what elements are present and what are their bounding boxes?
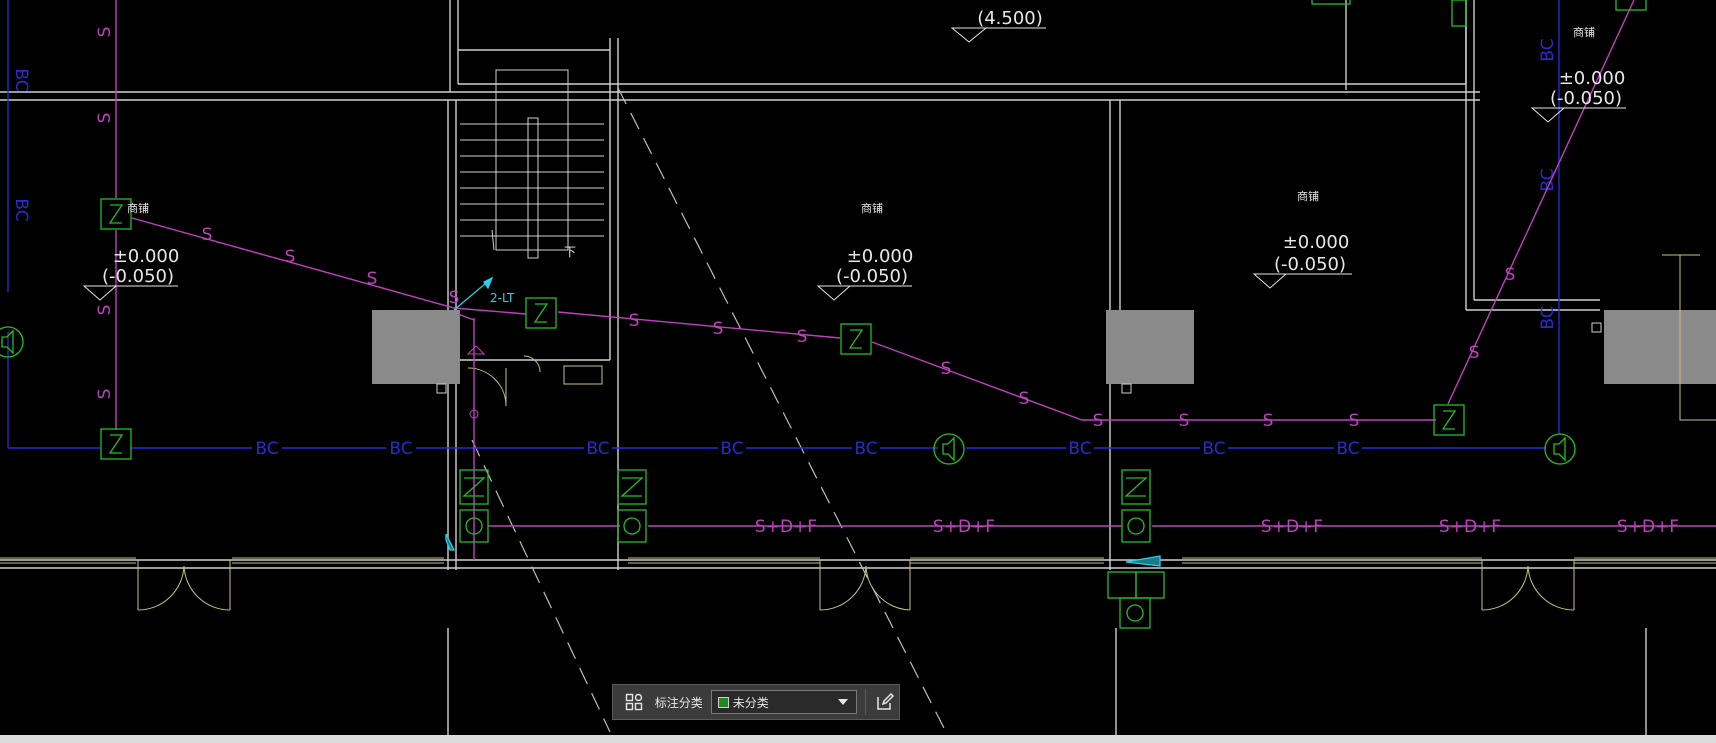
sensor-device-icon[interactable]	[100, 428, 132, 460]
stair-tag: 2-LT	[490, 291, 515, 305]
svg-text:BC: BC	[1538, 168, 1558, 191]
svg-text:BC: BC	[720, 439, 743, 459]
svg-text:S: S	[95, 305, 115, 316]
svg-text:BC: BC	[1336, 439, 1359, 459]
svg-text:(-0.050): (-0.050)	[836, 266, 908, 287]
svg-text:BC: BC	[255, 439, 278, 459]
detector-stack-icon[interactable]	[1107, 571, 1165, 629]
svg-text:S: S	[1469, 343, 1480, 363]
svg-text:BC: BC	[1202, 439, 1225, 459]
svg-text:S: S	[1093, 411, 1104, 431]
svg-text:S+D+F: S+D+F	[755, 517, 817, 537]
svg-text:BC: BC	[1068, 439, 1091, 459]
stair	[460, 69, 604, 259]
svg-text:S+D+F: S+D+F	[1261, 517, 1323, 537]
svg-text:(-0.050): (-0.050)	[1550, 88, 1622, 109]
detector-group-icon[interactable]	[617, 469, 647, 543]
svg-text:S+D+F: S+D+F	[1617, 517, 1679, 537]
svg-text:BC: BC	[11, 68, 31, 91]
sensor-device-icon[interactable]	[100, 198, 132, 230]
svg-text:S: S	[285, 247, 296, 267]
dashed-guides	[471, 87, 947, 733]
sensor-lines	[115, 0, 1716, 560]
grid-icon[interactable]	[621, 689, 647, 715]
combined-labels: S+D+F S+D+F S+D+F S+D+F S+D+F	[755, 517, 1679, 537]
sensor-device-icon[interactable]	[525, 297, 557, 329]
svg-text:±0.000: ±0.000	[1283, 232, 1350, 253]
category-color-swatch	[717, 696, 729, 708]
svg-text:BC: BC	[854, 439, 877, 459]
sensor-device-icon[interactable]	[840, 323, 872, 355]
svg-text:S+D+F: S+D+F	[1439, 517, 1501, 537]
broadcast-lines	[7, 0, 1560, 449]
svg-text:S: S	[1019, 389, 1030, 409]
svg-text:S: S	[797, 327, 808, 347]
room-label: 商铺 ±0.000 (-0.050)	[1252, 189, 1352, 289]
sensor-device-icon[interactable]	[1433, 404, 1465, 436]
svg-text:BC: BC	[586, 439, 609, 459]
broadcast-labels: BC BC BC BC BC BC BC BC BC BC BC BC BC	[11, 38, 1558, 459]
svg-text:S: S	[95, 27, 115, 38]
annotation-category-label: 标注分类	[654, 695, 703, 710]
detector-group-icon[interactable]	[459, 469, 489, 543]
svg-text:(4.500): (4.500)	[977, 8, 1043, 29]
toolbar-divider	[865, 689, 867, 715]
speaker-icon[interactable]	[1544, 433, 1576, 465]
room-label: 商铺 ±0.000 (-0.050)	[82, 201, 180, 301]
svg-text:商铺: 商铺	[1573, 25, 1595, 39]
svg-text:BC: BC	[1538, 306, 1558, 329]
detector-group-icon[interactable]	[1121, 469, 1151, 543]
chevron-down-icon	[838, 699, 849, 705]
svg-text:S+D+F: S+D+F	[933, 517, 995, 537]
room-label: 商铺 ±0.000 (-0.050)	[816, 201, 914, 301]
svg-text:商铺: 商铺	[1297, 189, 1319, 203]
svg-text:±0.000: ±0.000	[113, 246, 180, 267]
status-strip	[0, 735, 1716, 743]
sensor-labels: S S S S S S S S S S S S S S S S S S S	[95, 27, 1515, 431]
svg-text:±0.000: ±0.000	[847, 246, 914, 267]
svg-text:S: S	[449, 288, 460, 308]
column-markers	[436, 322, 1602, 394]
svg-text:S: S	[367, 269, 378, 289]
svg-text:S: S	[629, 311, 640, 331]
tag-symbol	[466, 345, 486, 419]
svg-text:商铺: 商铺	[861, 201, 883, 215]
doors	[0, 254, 1716, 611]
svg-text:S: S	[1263, 411, 1274, 431]
annotation-toolbar: 标注分类 未分类	[612, 684, 900, 720]
svg-text:S: S	[713, 319, 724, 339]
svg-text:S: S	[941, 359, 952, 379]
category-select-value: 未分类	[732, 695, 769, 710]
svg-text:S: S	[1505, 265, 1516, 285]
svg-text:S: S	[1179, 411, 1190, 431]
svg-text:S: S	[202, 225, 213, 245]
top-device-icons	[1311, 0, 1647, 27]
svg-text:±0.000: ±0.000	[1559, 68, 1626, 89]
svg-text:BC: BC	[389, 439, 412, 459]
room-label: 商铺 ±0.000 (-0.050)	[1530, 25, 1626, 123]
svg-text:BC: BC	[11, 198, 31, 221]
svg-text:BC: BC	[1538, 38, 1558, 61]
svg-text:商铺: 商铺	[127, 201, 149, 215]
stair-down-label: 下	[564, 245, 576, 259]
top-elevation: (4.500)	[950, 8, 1046, 43]
svg-text:(-0.050): (-0.050)	[1274, 254, 1346, 275]
leader-line	[445, 276, 1161, 567]
edit-icon[interactable]	[871, 689, 899, 715]
annotation-category-select[interactable]: 未分类	[710, 690, 858, 714]
speaker-icon[interactable]	[0, 326, 24, 358]
svg-text:(-0.050): (-0.050)	[102, 266, 174, 287]
svg-text:S: S	[1349, 411, 1360, 431]
columns	[372, 310, 1716, 384]
svg-text:S: S	[95, 113, 115, 124]
speaker-icon[interactable]	[933, 433, 965, 465]
svg-text:S: S	[95, 389, 115, 400]
